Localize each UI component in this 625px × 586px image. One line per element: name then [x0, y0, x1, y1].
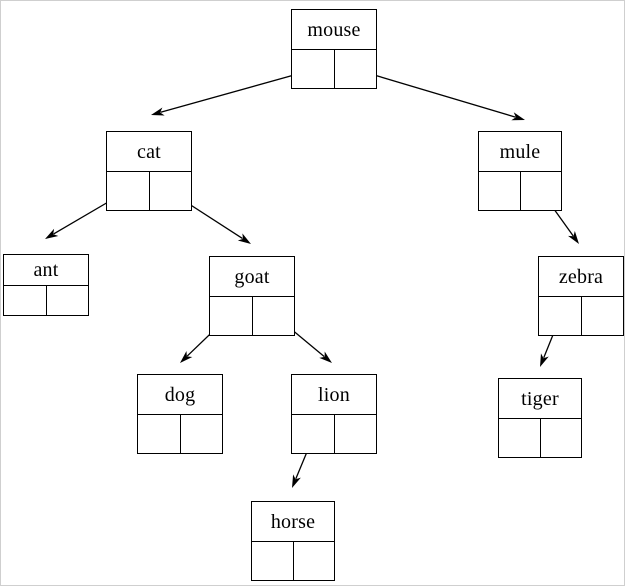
node-label-horse: horse — [252, 502, 334, 542]
edge-arrowhead — [151, 107, 165, 116]
edge-arrowhead — [45, 228, 59, 239]
left-pointer-cell-mule[interactable] — [479, 172, 521, 210]
tree-node-tiger[interactable]: tiger — [498, 378, 582, 458]
right-pointer-cell-dog[interactable] — [180, 415, 222, 453]
tree-node-ant[interactable]: ant — [3, 254, 89, 316]
right-pointer-cell-mouse[interactable] — [334, 50, 376, 88]
edge-line — [353, 68, 516, 118]
node-pointer-row-horse — [252, 542, 334, 580]
node-label-ant: ant — [4, 255, 88, 286]
right-pointer-cell-zebra[interactable] — [581, 297, 623, 335]
edge-arrowhead — [511, 112, 525, 121]
right-pointer-cell-cat[interactable] — [149, 172, 191, 210]
tree-node-horse[interactable]: horse — [251, 501, 335, 581]
right-pointer-cell-tiger[interactable] — [540, 419, 581, 457]
node-label-lion: lion — [292, 375, 376, 415]
left-pointer-cell-zebra[interactable] — [539, 297, 582, 335]
edge-arrowhead — [568, 230, 579, 244]
tree-node-dog[interactable]: dog — [137, 374, 223, 454]
node-pointer-row-zebra — [539, 297, 623, 335]
node-label-dog: dog — [138, 375, 222, 415]
left-pointer-cell-cat[interactable] — [107, 172, 150, 210]
tree-node-mouse[interactable]: mouse — [291, 9, 377, 89]
left-pointer-cell-lion[interactable] — [292, 415, 335, 453]
tree-node-lion[interactable]: lion — [291, 374, 377, 454]
tree-node-mule[interactable]: mule — [478, 131, 562, 211]
node-pointer-row-goat — [210, 297, 294, 335]
left-pointer-cell-dog[interactable] — [138, 415, 181, 453]
edge-arrowhead — [292, 474, 301, 488]
left-pointer-cell-goat[interactable] — [210, 297, 253, 335]
right-pointer-cell-lion[interactable] — [334, 415, 376, 453]
node-pointer-row-tiger — [499, 419, 581, 457]
tree-node-goat[interactable]: goat — [209, 256, 295, 336]
left-pointer-cell-horse[interactable] — [252, 542, 294, 580]
node-label-mule: mule — [479, 132, 561, 172]
node-label-goat: goat — [210, 257, 294, 297]
right-pointer-cell-mule[interactable] — [520, 172, 561, 210]
right-pointer-cell-horse[interactable] — [293, 542, 334, 580]
left-pointer-cell-ant[interactable] — [4, 286, 47, 315]
node-pointer-row-cat — [107, 172, 191, 210]
tree-node-zebra[interactable]: zebra — [538, 256, 624, 336]
node-label-mouse: mouse — [292, 10, 376, 50]
edge-arrowhead — [237, 233, 251, 244]
node-label-zebra: zebra — [539, 257, 623, 297]
edge-arrowhead — [180, 350, 193, 363]
node-pointer-row-mule — [479, 172, 561, 210]
edge-arrowhead — [540, 353, 549, 367]
node-label-tiger: tiger — [499, 379, 581, 419]
edge-mouse-to-cat — [151, 69, 313, 116]
node-pointer-row-mouse — [292, 50, 376, 88]
edge-mouse-to-mule — [353, 68, 525, 121]
node-label-cat: cat — [107, 132, 191, 172]
left-pointer-cell-tiger[interactable] — [499, 419, 541, 457]
node-pointer-row-dog — [138, 415, 222, 453]
node-pointer-row-ant — [4, 286, 88, 315]
tree-node-cat[interactable]: cat — [106, 131, 192, 211]
edge-line — [160, 69, 313, 113]
right-pointer-cell-ant[interactable] — [46, 286, 88, 315]
node-pointer-row-lion — [292, 415, 376, 453]
left-pointer-cell-mouse[interactable] — [292, 50, 335, 88]
right-pointer-cell-goat[interactable] — [252, 297, 294, 335]
edge-arrowhead — [319, 351, 332, 363]
